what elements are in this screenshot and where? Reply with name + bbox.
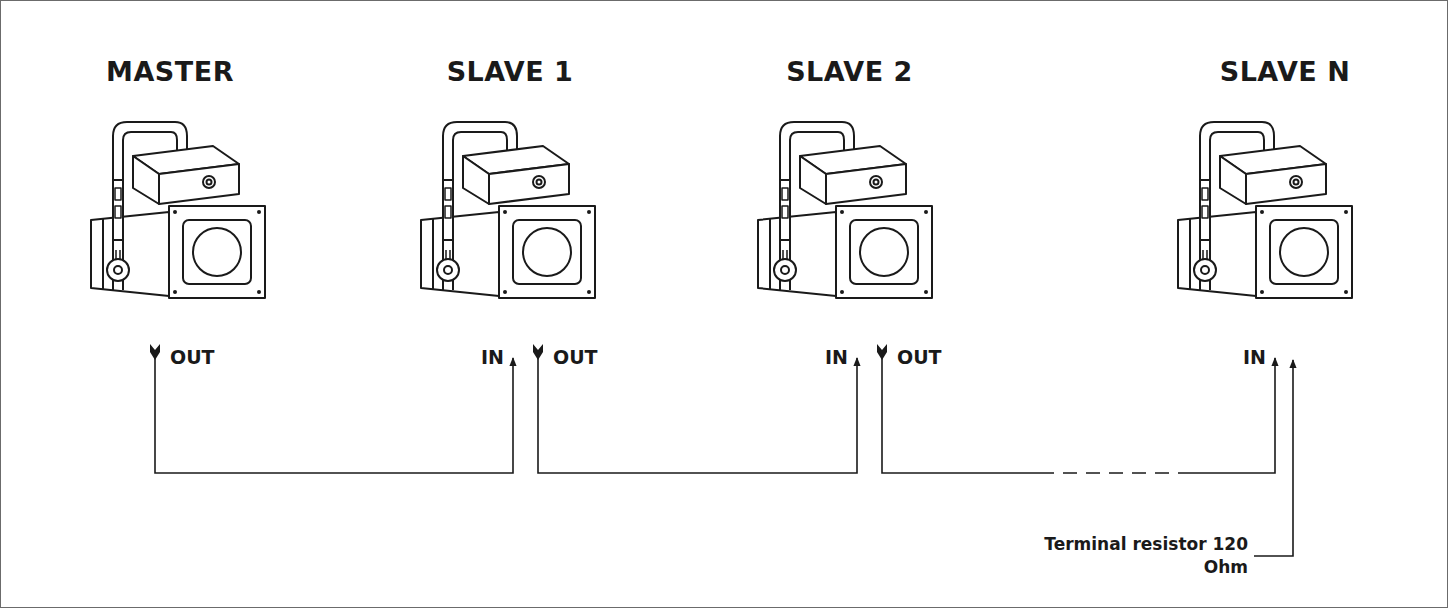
fixture-node: MASTER [70,56,270,358]
fixture-heading: SLAVE 2 [752,56,947,87]
fixture-node: SLAVE 2 [752,56,947,358]
out-symbols [150,344,887,360]
fixture-slave-1 [421,122,595,298]
fixture-heading: MASTER [70,56,270,87]
port-label: IN [1243,346,1266,368]
fixture-slave-n [1178,122,1352,298]
terminal-resistor-leader [1254,360,1293,556]
dmx-cable [538,358,857,473]
port-label: OUT [553,346,598,368]
port-label: IN [481,346,504,368]
fixture-heading: SLAVE 1 [415,56,605,87]
fixture-slave-2 [758,122,932,298]
fixture-master [91,122,265,298]
port-label: IN [825,346,848,368]
port-label: OUT [897,346,942,368]
fixture-heading: SLAVE N [1190,56,1380,87]
dmx-cable [155,358,513,473]
port-label: OUT [170,346,215,368]
dmx-cable [882,358,1275,473]
fixture-node: SLAVE N [1190,56,1380,358]
fixture-node: SLAVE 1 [415,56,605,358]
terminal-resistor-label: Terminal resistor 120 Ohm [1033,533,1248,579]
